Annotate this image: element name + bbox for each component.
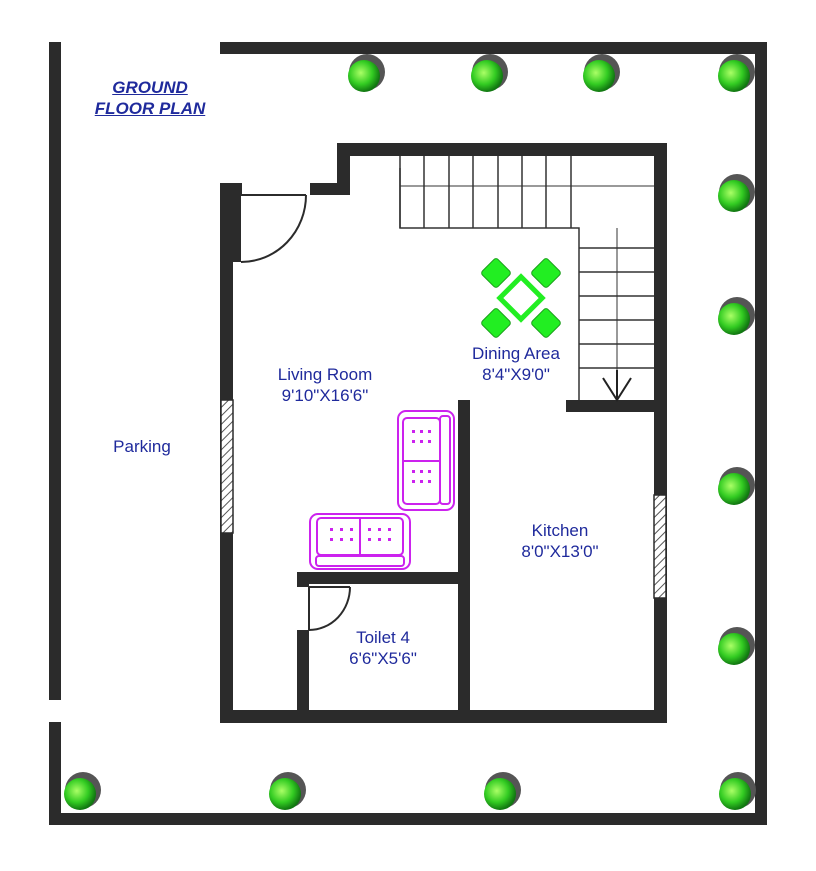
tree-icon <box>348 54 385 92</box>
trees <box>64 54 756 810</box>
parking-name: Parking <box>113 437 171 456</box>
tree-icon <box>718 174 755 212</box>
tree-icon <box>471 54 508 92</box>
sofa-horizontal-icon <box>309 513 411 570</box>
tree-icon <box>484 772 521 810</box>
dining-area-size: 8'4"X9'0" <box>482 365 550 384</box>
toilet-door-icon <box>308 586 351 631</box>
dining-table-icon <box>481 258 561 338</box>
toilet-size: 6'6"X5'6" <box>349 649 417 668</box>
stair-arrow-icon <box>602 370 632 402</box>
staircase <box>399 156 654 400</box>
tree-icon <box>64 772 101 810</box>
living-room-size: 9'10"X16'6" <box>281 386 369 405</box>
main-door-icon <box>240 194 307 263</box>
kitchen-size: 8'0"X13'0" <box>521 542 599 561</box>
sofa-vertical-icon <box>397 410 455 511</box>
living-room-name: Living Room <box>277 365 373 384</box>
tree-icon <box>718 467 755 505</box>
tree-icon <box>718 297 755 335</box>
toilet-name: Toilet 4 <box>356 628 410 647</box>
boundary-gap <box>49 700 61 722</box>
tree-icon <box>583 54 620 92</box>
plan-title-line1: GROUND <box>112 78 188 97</box>
dining-area-name: Dining Area <box>472 344 560 363</box>
tree-icon <box>719 772 756 810</box>
kitchen-name: Kitchen <box>531 521 589 540</box>
kitchen-window <box>653 494 667 599</box>
plan-title-line2: FLOOR PLAN <box>94 99 206 118</box>
tree-icon <box>718 627 755 665</box>
tree-icon <box>718 54 755 92</box>
living-window <box>220 399 234 534</box>
boundary-wall <box>49 42 767 825</box>
tree-icon <box>269 772 306 810</box>
